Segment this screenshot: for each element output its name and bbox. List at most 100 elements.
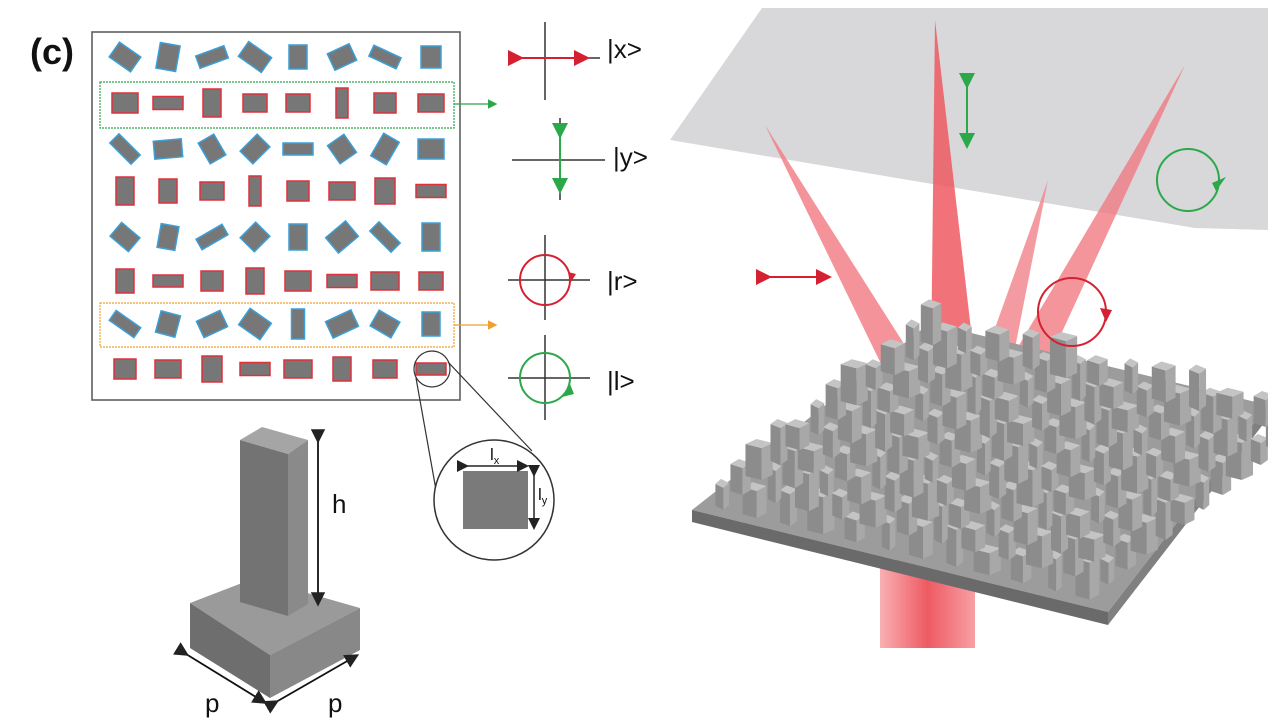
unit-cell (194, 223, 230, 251)
nanopillar (1022, 328, 1040, 370)
nanopillar (936, 474, 954, 506)
nanopillar (1216, 387, 1244, 419)
unit-cell (199, 181, 225, 201)
unit-cell (417, 138, 445, 160)
nanopillar (742, 482, 767, 519)
unit-cell-grid (108, 40, 447, 383)
unit-cell (326, 273, 358, 289)
period-arrow-2 (263, 654, 360, 714)
unit-cell (155, 41, 181, 73)
unit-cell (239, 221, 271, 253)
left-circular-icon (519, 352, 571, 404)
nanopillar (880, 339, 905, 376)
nanopillar (1044, 418, 1065, 455)
unit-cell (415, 183, 447, 199)
nanopillar (1136, 381, 1154, 418)
unit-cell (290, 308, 306, 340)
metasurface-3d-illustration (670, 8, 1268, 648)
nanopillar (822, 422, 840, 459)
nanopillar (1056, 441, 1081, 478)
unit-cell (326, 42, 358, 72)
nanopillar (1100, 553, 1115, 585)
nanopillar (997, 348, 1025, 385)
state-y: |y> (512, 118, 648, 200)
metasurface-array-frame (91, 31, 461, 401)
pillar-3d: h p p (173, 427, 360, 718)
state-r-label: |r> (607, 266, 638, 296)
x-row-highlight (99, 81, 455, 129)
nanopillar (844, 511, 865, 543)
nanopillar (1019, 371, 1034, 408)
unit-cell (248, 175, 262, 207)
unit-cell (418, 271, 444, 291)
unit-cell (421, 311, 441, 337)
unit-cell (288, 223, 308, 251)
unit-cell (282, 142, 314, 156)
unit-cell (324, 219, 360, 255)
height-label: h (332, 489, 346, 519)
unit-cell (158, 178, 178, 204)
unit-cell (370, 271, 400, 291)
nanopillar (973, 544, 1001, 576)
nanopillar (1093, 444, 1111, 486)
nanopillar (1250, 434, 1268, 466)
period-label-2: p (328, 688, 342, 718)
nanopillar (924, 451, 939, 483)
unit-cell (154, 309, 182, 339)
unit-cell (288, 44, 308, 70)
nanopillar (927, 408, 945, 445)
nanopillar (1161, 427, 1186, 464)
nanopillar (1103, 510, 1121, 547)
unit-cell (415, 362, 447, 376)
unit-cell (369, 309, 401, 339)
nanopillar (1087, 355, 1108, 387)
unit-cell (239, 133, 271, 165)
unit-cell (113, 358, 137, 380)
state-x: |x> (508, 22, 642, 100)
unit-cell (108, 309, 142, 339)
unit-cell (326, 133, 358, 165)
state-r: |r> (508, 235, 638, 320)
zoom-line (415, 377, 437, 491)
unit-cell (115, 268, 135, 294)
nanopillar (1066, 507, 1090, 539)
nanopillar (1146, 447, 1164, 479)
period-label-1: p (205, 688, 219, 718)
right-circular-icon (519, 254, 571, 306)
unit-cell (152, 138, 184, 160)
unit-cell (195, 309, 229, 339)
nanopillar (1148, 404, 1170, 441)
nanopillar (958, 322, 972, 354)
nanopillar (770, 419, 788, 466)
nanopillar (810, 399, 825, 436)
nanopillar (918, 342, 936, 384)
unit-cell (194, 44, 230, 70)
unit-cell (284, 270, 312, 292)
unit-cell (421, 222, 441, 252)
nanopillar (1007, 415, 1035, 446)
nanopillar (1032, 395, 1050, 432)
unit-cell (420, 45, 442, 69)
unit-cell (369, 132, 401, 166)
nanopillar (785, 419, 810, 451)
nanopillar (892, 362, 921, 399)
unit-cell (417, 93, 445, 113)
nanopillar (994, 391, 1019, 423)
nanopillar (840, 359, 868, 406)
nanopillar (745, 439, 773, 480)
zoom-source-circle (413, 350, 451, 388)
state-y-label: |y> (613, 142, 648, 172)
unit-cell (242, 93, 268, 113)
output-plane (670, 8, 1268, 230)
unit-cell (332, 356, 352, 382)
unit-cell (283, 359, 313, 379)
state-x-label: |x> (607, 34, 642, 64)
nanopillar (905, 319, 920, 361)
lx-label: lx (490, 445, 500, 467)
panel-label: (c) (30, 31, 74, 72)
unit-cell (154, 359, 182, 379)
unit-cell (200, 270, 224, 292)
nanopillar (1189, 364, 1207, 411)
unit-cell (245, 267, 265, 295)
